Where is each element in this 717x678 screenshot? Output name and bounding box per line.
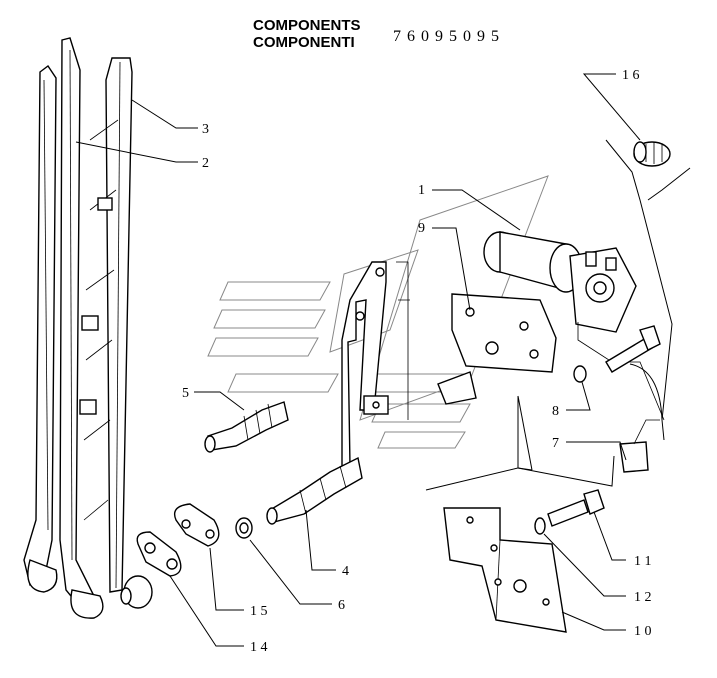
electrical-connector [619,419,660,473]
bolt-and-washer-upper [573,325,661,383]
callout-3: 3 [202,122,209,137]
callout-8: 8 [552,404,559,419]
bolt-and-washer-lower [534,489,605,535]
title-components: COMPONENTS [253,17,361,34]
callout-4: 4 [342,564,349,579]
callout-7: 7 [552,436,559,451]
callout-1: 1 [418,183,425,198]
gasket-plate [136,531,182,577]
part-code: 76095095 [393,28,505,45]
view-indicator-lines [425,139,691,491]
cap-nut [120,575,153,609]
callout-6: 6 [338,598,345,613]
callout-11: 1 1 [634,554,652,569]
wiper-arm-and-blade [23,37,133,619]
callout-10: 1 0 [634,624,652,639]
bushing-4 [266,456,363,525]
motor-bracket [437,293,557,405]
linkage-bar [341,261,410,467]
callout-5: 5 [182,386,189,401]
callout-14: 1 4 [250,640,268,655]
callout-16: 1 6 [622,68,640,83]
leader-lines [75,73,641,647]
lower-bracket [443,507,567,633]
title-componenti: COMPONENTI [253,34,355,51]
callout-15: 1 5 [250,604,268,619]
bushing-5 [204,401,289,453]
grommet [633,141,671,167]
callout-9: 9 [418,221,425,236]
link-plate [173,503,220,547]
wiper-motor [483,231,665,441]
spacer-ring [235,517,253,539]
callout-12: 1 2 [634,590,652,605]
callout-2: 2 [202,156,209,171]
